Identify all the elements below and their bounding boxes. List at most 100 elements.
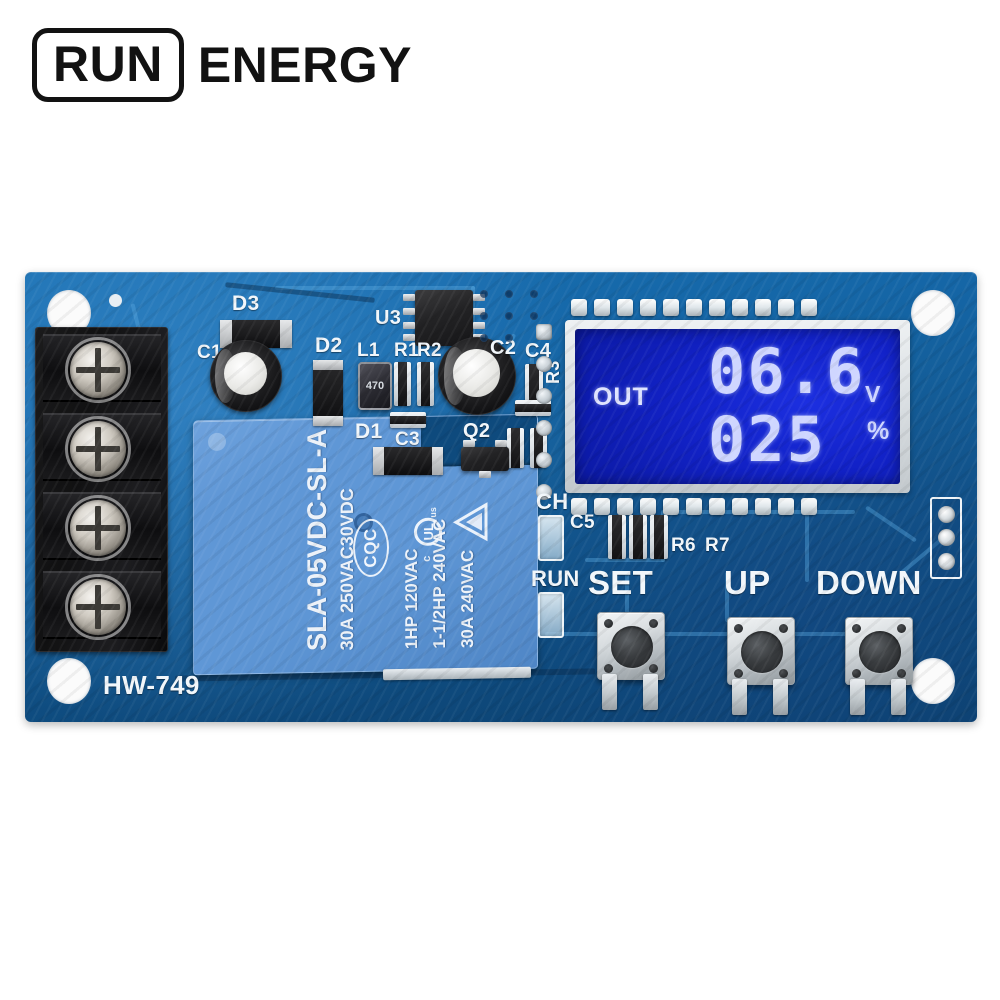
pcb-trace (471, 286, 475, 346)
silk-label-r7: R7 (705, 535, 730, 556)
fiducial-mark (109, 294, 122, 307)
set-button-cap[interactable] (611, 626, 653, 668)
lcd-mode-label: OUT (593, 383, 649, 411)
down-button[interactable] (845, 617, 913, 685)
lcd-voltage-value: 06.6 (708, 335, 866, 408)
lcd-voltage-unit: V (865, 381, 883, 407)
pcb-trace (625, 572, 629, 622)
down-button-leg (891, 679, 906, 715)
header-pad[interactable] (536, 324, 552, 340)
regulatory-triangle-mark (452, 502, 492, 543)
brand-logo-mark-text: RUN (53, 35, 163, 92)
silk-label-l1: L1 (357, 340, 380, 361)
capacitor-c3 (390, 412, 426, 428)
board-model-label: HW-749 (103, 670, 200, 700)
set-button-leg (602, 674, 617, 710)
brand-logo-mark-box: RUN (32, 28, 184, 102)
relay-corner-dot (208, 432, 226, 452)
header-pad[interactable] (536, 388, 552, 404)
button-label-down: DOWN (816, 564, 922, 601)
mounting-hole-top-right (911, 290, 955, 336)
mounting-hole-bottom-right (911, 658, 955, 704)
pin-header-left[interactable] (528, 320, 562, 510)
set-button-leg (643, 674, 658, 710)
pcb-trace (725, 572, 729, 622)
header-pad[interactable] (937, 506, 955, 524)
resistor-r1 (394, 362, 411, 406)
inductor-l1: 470 (358, 362, 392, 410)
silk-label-ch: CH (536, 489, 569, 514)
header-pad[interactable] (937, 552, 955, 570)
led-run (538, 592, 564, 638)
relay-part-number: SLA-05VDC-SL-A (302, 428, 332, 652)
header-pad[interactable] (536, 420, 552, 436)
header-pad[interactable] (536, 452, 552, 468)
diode-d1 (373, 447, 443, 475)
relay-rating-3: 30A 240VAC (458, 549, 477, 649)
terminal-position[interactable] (43, 571, 161, 640)
pcb-trace (275, 286, 475, 290)
brand-logo-name-text: ENERGY (197, 37, 412, 93)
silk-label-u3: U3 (375, 307, 402, 329)
silk-label-d1: D1 (355, 420, 383, 443)
silk-label-d3: D3 (232, 292, 260, 315)
silk-label-q2: Q2 (463, 420, 491, 442)
pcb-trace (545, 632, 875, 636)
cqc-certification-logo: CQC (353, 518, 389, 578)
relay-solder-lip (382, 666, 532, 681)
ic-u3 (403, 290, 485, 346)
mounting-hole-bottom-left (47, 658, 91, 704)
smd-resistor (507, 428, 524, 468)
capacitor-c1 (210, 340, 282, 412)
up-button-leg (732, 679, 747, 715)
power-relay: SLA-05VDC-SL-A 30A 250VAC30VDC CQC UL c … (193, 413, 538, 676)
silk-label-d2: D2 (315, 334, 343, 357)
screw-terminal-block[interactable] (35, 327, 168, 652)
relay-rating-1: 1HP 120VAC (402, 548, 421, 650)
header-pad[interactable] (536, 356, 552, 372)
up-button[interactable] (727, 617, 795, 685)
button-label-set: SET (588, 564, 654, 601)
up-button-cap[interactable] (741, 631, 783, 673)
lcd-percent-unit: % (867, 417, 892, 445)
lcd-pin-row-top (571, 299, 817, 316)
relay-rating-2: 1-1/2HP 240VAC (430, 518, 449, 649)
terminal-screw[interactable] (70, 500, 126, 556)
silk-label-c3: C3 (395, 429, 420, 450)
led-ch (538, 515, 564, 561)
set-button[interactable] (597, 612, 665, 680)
silk-label-r1: R1 (394, 340, 419, 361)
silk-label-c2: C2 (490, 337, 517, 359)
pcb-trace (865, 505, 917, 543)
silk-label-r6: R6 (671, 535, 696, 556)
up-button-leg (773, 679, 788, 715)
header-pad[interactable] (536, 484, 552, 500)
terminal-screw[interactable] (70, 421, 126, 477)
relay-main-rating: 30A 250VAC30VDC (337, 488, 357, 651)
diode-d2 (313, 360, 343, 426)
button-label-up: UP (724, 564, 771, 601)
down-button-cap[interactable] (859, 631, 901, 673)
terminal-screw[interactable] (70, 342, 126, 398)
terminal-position[interactable] (43, 413, 161, 482)
pcb-board: SLA-05VDC-SL-A 30A 250VAC30VDC CQC UL c … (25, 272, 977, 722)
brand-logo: RUN ENERGY (32, 26, 412, 104)
pcb-trace (585, 558, 665, 562)
pin-header-right[interactable] (930, 497, 962, 579)
transistor-q2 (461, 440, 509, 478)
silk-label-c5: C5 (570, 512, 595, 533)
terminal-position[interactable] (43, 334, 161, 403)
resistor-r6 (629, 515, 647, 559)
capacitor-c2 (438, 337, 516, 415)
terminal-screw[interactable] (70, 579, 126, 635)
terminal-position[interactable] (43, 492, 161, 561)
resistor-r2 (417, 362, 434, 406)
lcd-percent-value: 025 (708, 403, 826, 476)
header-pad[interactable] (937, 529, 955, 547)
resistor-r3 (515, 400, 551, 416)
capacitor-c5 (608, 515, 626, 559)
lcd-pin-row-bottom (571, 498, 817, 515)
pcb-trace (805, 512, 809, 582)
down-button-leg (850, 679, 865, 715)
